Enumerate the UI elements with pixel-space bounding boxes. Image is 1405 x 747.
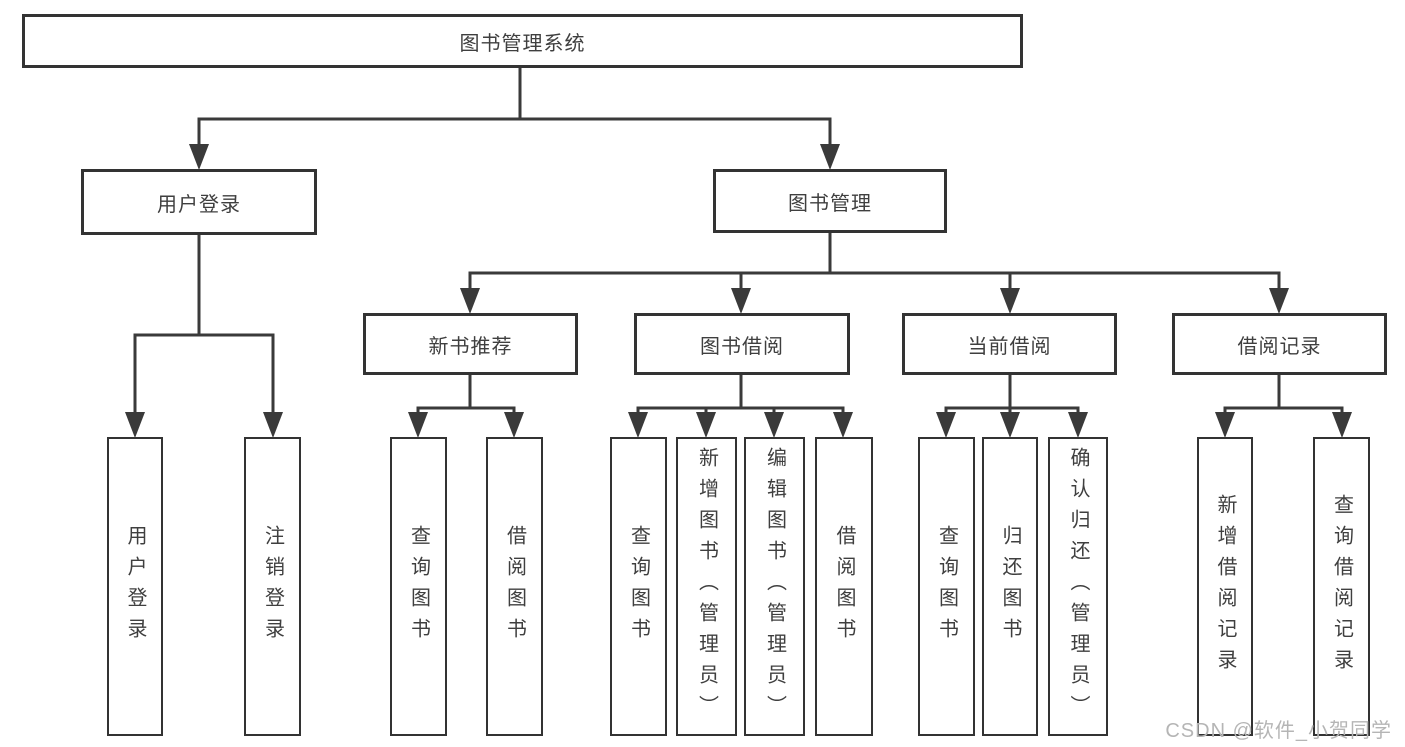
node-label: 用户登录 xyxy=(157,193,241,216)
arrowhead xyxy=(1068,412,1088,438)
node-label: 借阅图书 xyxy=(503,524,526,649)
node-label: 借阅记录 xyxy=(1237,335,1322,358)
arrowhead xyxy=(1215,412,1235,438)
node-leaf-logout: 注销登录 xyxy=(244,437,301,736)
arrowhead xyxy=(1000,288,1020,314)
node-label: 借阅图书 xyxy=(833,524,855,649)
connector-new-books-children xyxy=(416,375,516,414)
node-label: 用户登录 xyxy=(124,524,146,649)
node-book-management: 图书管理 xyxy=(713,169,947,233)
arrowhead xyxy=(125,412,145,438)
node-leaf-borrow-books-recommend: 借阅图书 xyxy=(486,437,543,736)
node-label: 注销登录 xyxy=(261,524,284,649)
node-label: 新增借阅记录 xyxy=(1214,493,1236,680)
node-leaf-add-borrow-record: 新增借阅记录 xyxy=(1197,437,1253,736)
node-leaf-query-books-borrowing: 查询图书 xyxy=(610,437,667,736)
node-leaf-return-book: 归还图书 xyxy=(982,437,1038,736)
node-book-borrowing: 图书借阅 xyxy=(634,313,850,375)
arrowhead xyxy=(833,412,853,438)
node-leaf-add-book-admin: 新增图书（管理员） xyxy=(676,437,737,736)
node-leaf-edit-book-admin: 编辑图书（管理员） xyxy=(744,437,805,736)
arrowhead xyxy=(628,412,648,438)
arrowhead xyxy=(408,412,428,438)
node-label: 图书管理 xyxy=(788,192,872,215)
arrowhead xyxy=(731,288,751,314)
arrowhead xyxy=(696,412,716,438)
arrowhead xyxy=(504,412,524,438)
arrowhead xyxy=(460,288,480,314)
connector-user-login-children xyxy=(133,235,275,414)
node-new-book-recommend: 新书推荐 xyxy=(363,313,578,375)
node-label: 查询图书 xyxy=(627,524,650,649)
node-leaf-query-borrow-record: 查询借阅记录 xyxy=(1313,437,1370,736)
node-leaf-query-books-recommend: 查询图书 xyxy=(390,437,447,736)
arrowhead xyxy=(1269,288,1289,314)
connector-root-to-level2 xyxy=(197,68,832,146)
node-label: 当前借阅 xyxy=(967,335,1052,358)
node-leaf-confirm-return-admin: 确认归还（管理员） xyxy=(1048,437,1108,736)
node-leaf-query-books-current: 查询图书 xyxy=(918,437,975,736)
arrowhead xyxy=(764,412,784,438)
arrowhead xyxy=(1000,412,1020,438)
node-label: 查询图书 xyxy=(407,524,430,649)
csdn-watermark: CSDN @软件_小贺同学 xyxy=(1165,720,1392,742)
node-user-login: 用户登录 xyxy=(81,169,317,235)
node-label: 确认归还（管理员） xyxy=(1067,447,1089,726)
node-label: 归还图书 xyxy=(999,524,1021,649)
node-current-borrowing: 当前借阅 xyxy=(902,313,1117,375)
node-label: 新增图书（管理员） xyxy=(695,447,718,726)
node-library-management-system: 图书管理系统 xyxy=(22,14,1023,68)
node-leaf-user-login: 用户登录 xyxy=(107,437,163,736)
node-label: 图书借阅 xyxy=(700,335,784,358)
node-leaf-borrow-books-borrowing: 借阅图书 xyxy=(815,437,873,736)
arrowhead xyxy=(263,412,283,438)
node-label: 编辑图书（管理员） xyxy=(763,447,786,726)
connector-book-mgmt-children xyxy=(468,233,1281,290)
arrowhead xyxy=(936,412,956,438)
node-label: 图书管理系统 xyxy=(459,32,586,55)
connector-borrow-records-children xyxy=(1223,375,1344,414)
connector-current-borrow-children xyxy=(944,375,1080,414)
arrowhead xyxy=(820,144,840,170)
node-label: 查询借阅记录 xyxy=(1330,493,1353,680)
arrowhead xyxy=(189,144,209,170)
node-label: 查询图书 xyxy=(935,524,958,649)
connector-book-borrow-children xyxy=(636,375,845,414)
node-borrowing-records: 借阅记录 xyxy=(1172,313,1387,375)
node-label: 新书推荐 xyxy=(428,335,513,358)
arrowhead xyxy=(1332,412,1352,438)
